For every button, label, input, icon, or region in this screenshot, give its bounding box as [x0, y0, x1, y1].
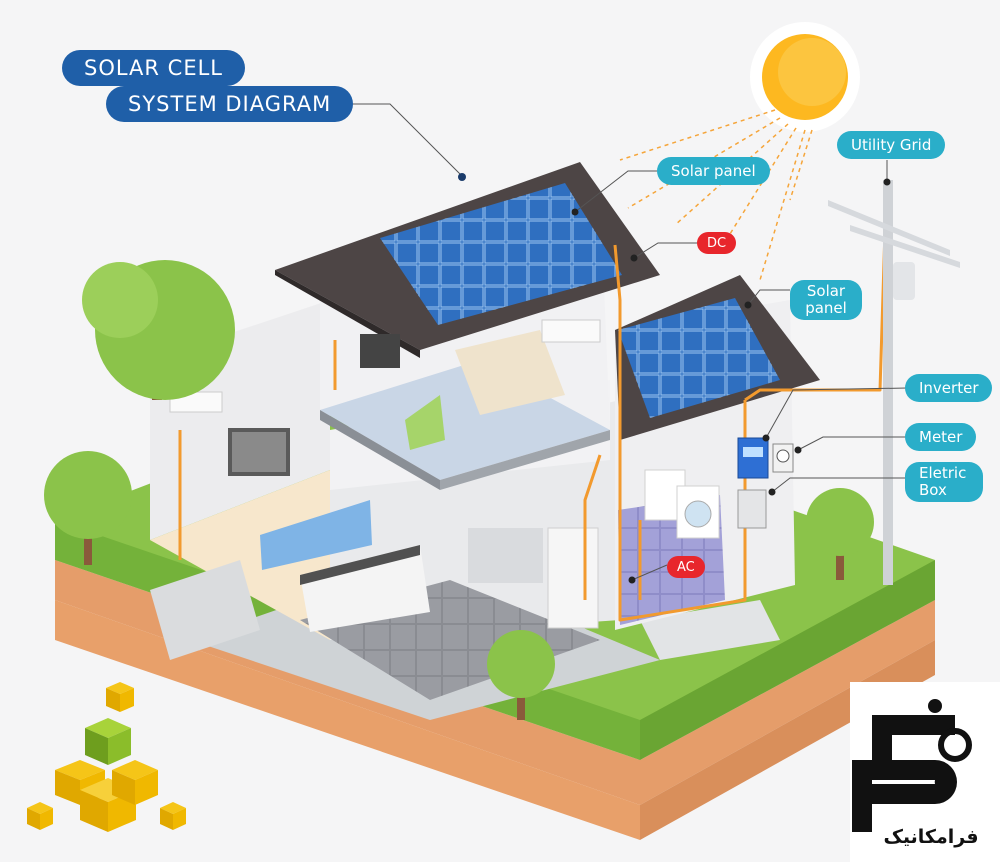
label-solar-panel-annex: Solar panel	[790, 280, 862, 320]
oven	[468, 528, 543, 583]
label-utility-grid: Utility Grid	[837, 131, 945, 159]
title-line-1: SOLAR CELL	[62, 50, 245, 86]
label-inverter: Inverter	[905, 374, 992, 402]
label-ac: AC	[667, 556, 705, 578]
electric-box	[738, 490, 766, 528]
brand-name: فرامکانیک	[866, 826, 996, 848]
label-electric-box-line2: Box	[919, 482, 947, 499]
label-solar-panel-annex-line2: panel	[805, 300, 847, 317]
fridge	[548, 528, 598, 628]
label-solar-panel-main: Solar panel	[657, 157, 770, 185]
sun-rays	[620, 110, 812, 280]
label-solar-panel-annex-line1: Solar	[807, 283, 845, 300]
label-meter: Meter	[905, 423, 976, 451]
inverter-box	[738, 438, 768, 478]
computer	[360, 334, 400, 368]
title-line-2: SYSTEM DIAGRAM	[106, 86, 353, 122]
label-dc: DC	[697, 232, 736, 254]
sun-icon	[750, 22, 860, 132]
tree-icon	[82, 260, 235, 400]
label-electric-box-line1: Eletric	[919, 465, 966, 482]
cube-stack-logo	[27, 682, 186, 832]
label-electric-box: Eletric Box	[905, 462, 983, 502]
